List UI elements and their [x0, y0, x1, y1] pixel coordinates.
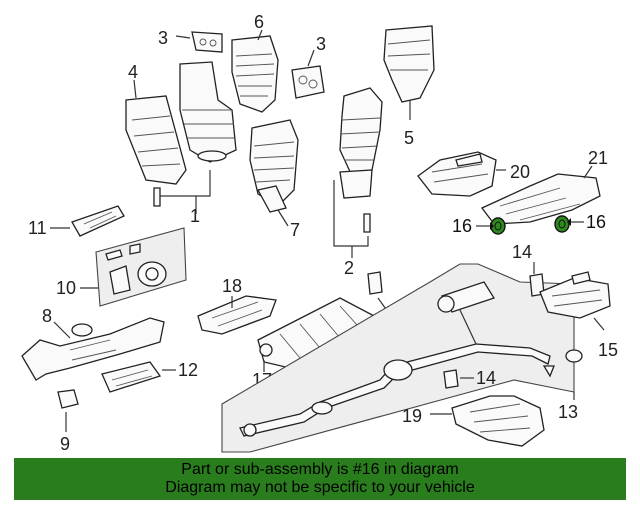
info-banner: Part or sub-assembly is #16 in diagram D… [14, 458, 626, 500]
callout-11: 11 [28, 218, 47, 238]
callout-1: 1 [190, 206, 200, 226]
gasket-3-right[interactable] [291, 65, 325, 99]
gasket-11[interactable] [71, 205, 125, 237]
heat-shield-18[interactable] [197, 295, 277, 335]
heat-shield-19[interactable] [451, 395, 545, 447]
banner-line-2: Diagram may not be specific to your vehi… [165, 479, 475, 496]
callout-7: 7 [290, 220, 300, 240]
heat-shield-4[interactable] [125, 95, 187, 185]
hanger-9[interactable] [57, 389, 79, 409]
grommet-16-left[interactable] [490, 217, 506, 235]
front-pipe-8[interactable] [21, 317, 165, 381]
callout-19: 19 [402, 406, 422, 426]
callout-13: 13 [558, 402, 578, 422]
muffler-15[interactable] [539, 271, 611, 319]
hanger-14-bottom[interactable] [443, 369, 459, 389]
heat-shield-12[interactable] [101, 361, 162, 393]
callout-21: 21 [588, 148, 608, 168]
grommet-16-right[interactable] [554, 215, 570, 233]
callout-12: 12 [178, 360, 198, 380]
catalytic-converter-front[interactable] [179, 61, 237, 163]
catalytic-converter-7[interactable] [249, 119, 299, 213]
callout-14-top: 14 [512, 242, 532, 262]
callout-10: 10 [56, 278, 76, 298]
gasket-3-left[interactable] [191, 31, 223, 53]
exhaust-pipe-13[interactable] [239, 281, 555, 437]
callout-3-right: 3 [316, 34, 326, 54]
callout-8: 8 [42, 306, 52, 326]
callout-20: 20 [510, 162, 530, 182]
banner-line-1: Part or sub-assembly is #16 in diagram [181, 461, 459, 478]
catalytic-converter-5[interactable] [383, 25, 435, 103]
callout-2: 2 [344, 258, 354, 278]
callout-3-left: 3 [158, 28, 168, 48]
callout-9: 9 [60, 434, 70, 454]
sensor-kit-10[interactable] [105, 243, 167, 295]
callout-18: 18 [222, 276, 242, 296]
callout-5: 5 [404, 128, 414, 148]
callout-16-left: 16 [452, 216, 472, 236]
heat-shield-20[interactable] [417, 151, 497, 197]
callout-6: 6 [254, 12, 264, 32]
catalytic-converter-6[interactable] [231, 35, 279, 113]
catalytic-converter-rear[interactable] [339, 87, 383, 199]
hanger-14-top[interactable] [367, 271, 383, 295]
callout-15: 15 [598, 340, 618, 360]
callout-4: 4 [128, 62, 138, 82]
tail-tip[interactable] [565, 349, 583, 363]
heat-shield-21[interactable] [480, 173, 601, 225]
callout-16-right: 16 [586, 212, 606, 232]
callout-14-bottom: 14 [476, 368, 496, 388]
